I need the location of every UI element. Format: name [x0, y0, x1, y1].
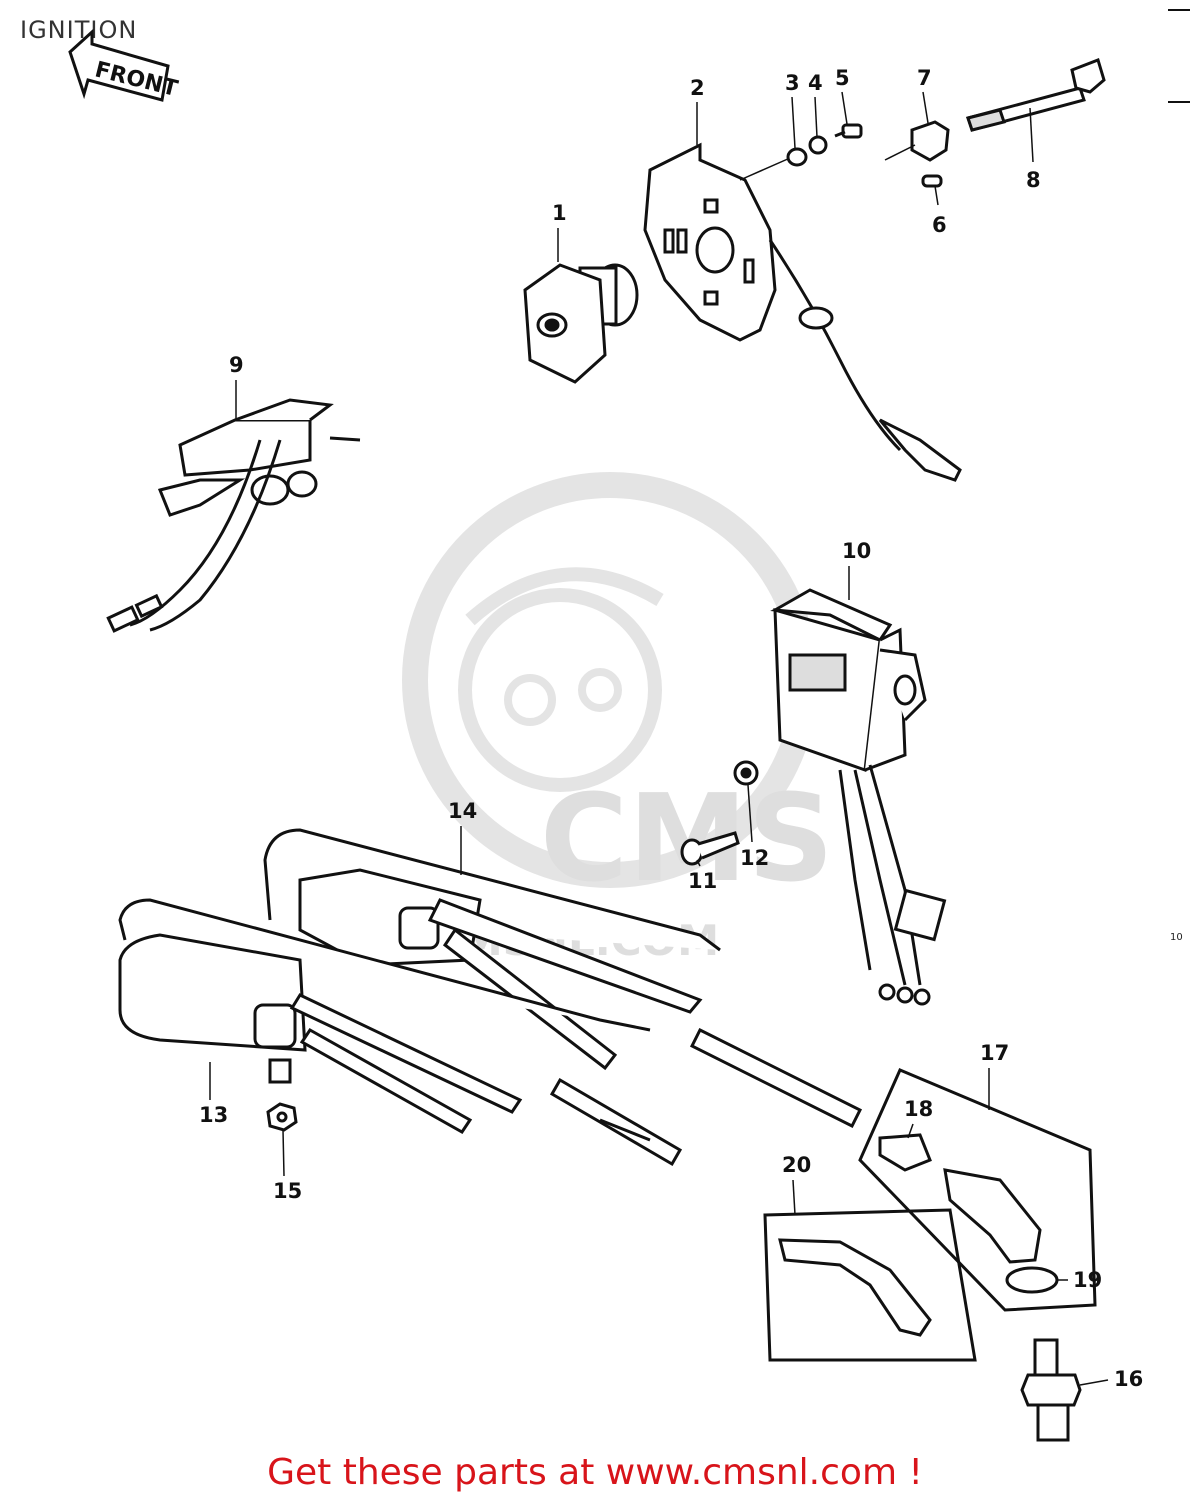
callout-2: 2	[690, 76, 705, 100]
part-1-advancer	[523, 263, 639, 384]
callout-13: 13	[199, 1103, 228, 1127]
part-3-washer	[786, 147, 808, 167]
callout-6: 6	[932, 213, 947, 237]
leader-lines	[209, 91, 1109, 1386]
callout-18: 18	[904, 1097, 933, 1121]
callout-19: 19	[1073, 1268, 1102, 1292]
part-6-pin	[921, 174, 943, 188]
callout-8: 8	[1026, 168, 1041, 192]
callout-15: 15	[273, 1179, 302, 1203]
part-17-plug-cap-kit	[858, 1068, 1097, 1312]
callout-17: 17	[980, 1041, 1009, 1065]
callout-3: 3	[785, 71, 800, 95]
callout-10: 10	[842, 539, 871, 563]
callout-5: 5	[835, 66, 850, 90]
part-7-cam	[884, 120, 950, 162]
callout-4: 4	[808, 71, 823, 95]
part-5-screw	[834, 123, 863, 139]
page-marker: 10	[1170, 932, 1183, 943]
part-16-spark-plug	[1020, 1338, 1082, 1442]
footer-cta[interactable]: Get these parts at www.cmsnl.com !	[267, 1452, 923, 1493]
part-18-resistor	[878, 1133, 932, 1172]
callout-14: 14	[448, 799, 477, 823]
part-4-lock-washer	[808, 135, 828, 155]
callout-1: 1	[552, 201, 567, 225]
part-11-bolt	[680, 831, 740, 866]
callout-11: 11	[688, 869, 717, 893]
part-19-seal	[1005, 1266, 1059, 1294]
part-17-plug-cap	[943, 1168, 1042, 1264]
callout-7: 7	[917, 66, 932, 90]
callout-12: 12	[740, 846, 769, 870]
part-8-bolt	[966, 58, 1106, 132]
part-2-breaker-plate	[643, 142, 962, 482]
callout-labels: 1 2 3 4 5 6 7 8 9 10 11 12 13 14 15 16 1…	[199, 66, 1143, 1391]
part-14-ignition-coil	[263, 828, 863, 1129]
callout-9: 9	[229, 353, 244, 377]
part-9-condenser	[106, 398, 361, 633]
page-title: IGNITION	[20, 16, 138, 44]
part-10-igniter-unit	[770, 588, 947, 1006]
front-arrow: FRONT	[68, 28, 180, 102]
part-12-washer	[733, 760, 759, 786]
part-20-plug-cap	[763, 1208, 977, 1362]
part-15-nut	[266, 1102, 298, 1132]
watermark-brand: CMS	[540, 770, 834, 909]
callout-20: 20	[782, 1153, 811, 1177]
callout-16: 16	[1114, 1367, 1143, 1391]
part-13-ignition-coil	[118, 898, 683, 1167]
